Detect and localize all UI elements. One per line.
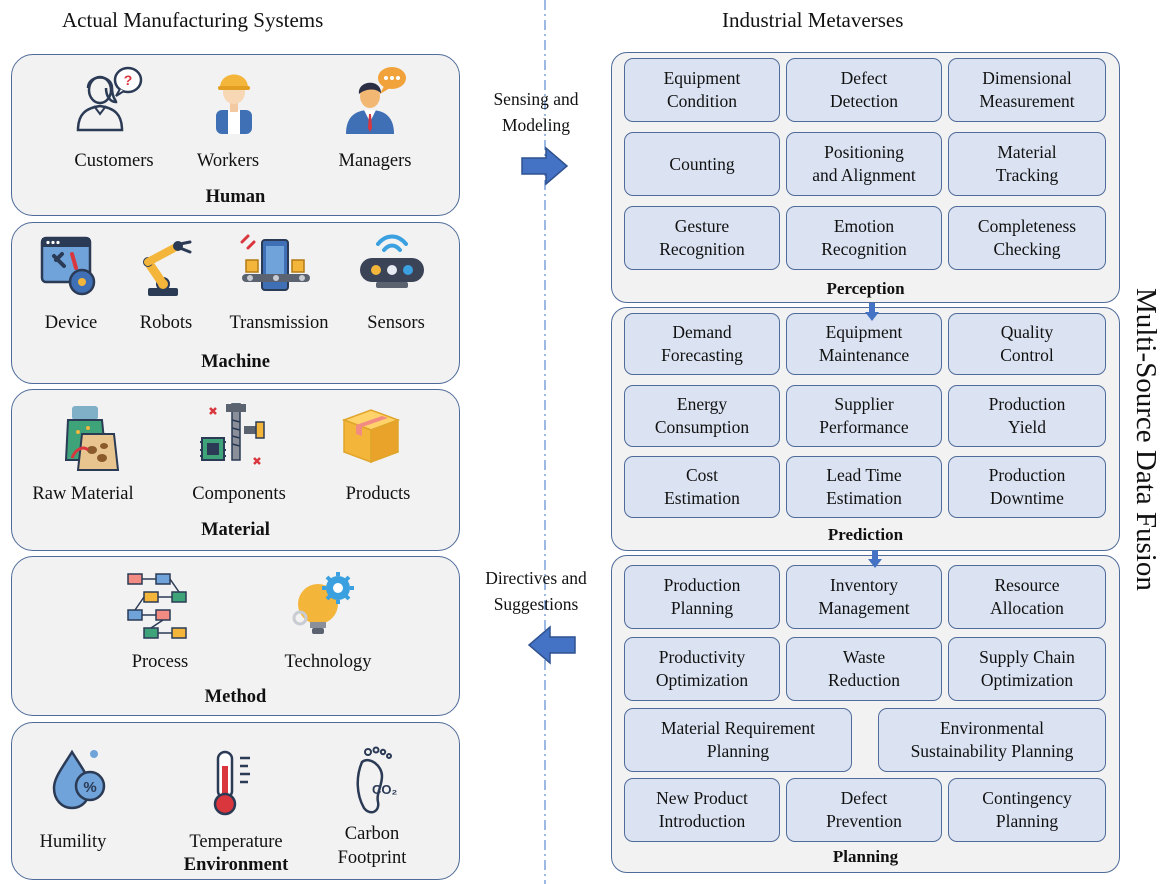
environment-item-humility: Humility xyxy=(39,832,107,852)
human-item-managers: Managers xyxy=(338,151,412,171)
tile-production-downtime: Production Downtime xyxy=(948,456,1106,518)
right-column-title: Industrial Metaverses xyxy=(722,8,904,32)
tile-production-yield: Production Yield xyxy=(948,385,1106,447)
material-item-components: Components xyxy=(192,484,286,504)
tile-dimensional-measurement: Dimensional Measurement xyxy=(948,58,1106,122)
tile-quality-control: Quality Control xyxy=(948,313,1106,375)
tile-waste-reduction: Waste Reduction xyxy=(786,637,942,701)
tile-equipment-maintenance: Equipment Maintenance xyxy=(786,313,942,375)
tile-energy-consumption: Energy Consumption xyxy=(624,385,780,447)
directives-suggestions-label: Directives and Suggestions xyxy=(485,568,587,614)
left-column-title: Actual Manufacturing Systems xyxy=(62,8,324,32)
tile-gesture-recognition: Gesture Recognition xyxy=(624,206,780,270)
tile-counting: Counting xyxy=(624,132,780,196)
material-title: Material xyxy=(201,520,270,540)
left-arrow xyxy=(527,625,576,665)
svg-text:?: ? xyxy=(124,72,133,88)
tile-cost-estimation: Cost Estimation xyxy=(624,456,780,518)
tile-resource-allocation: Resource Allocation xyxy=(948,565,1106,629)
raw-material-icon xyxy=(64,406,120,471)
material-item-raw-material: Raw Material xyxy=(32,484,134,504)
robot-arm-icon xyxy=(143,240,192,296)
tile-inventory-management: Inventory Management xyxy=(786,565,942,629)
right-arrow xyxy=(521,146,569,186)
human-item-workers: Workers xyxy=(196,151,260,171)
tile-contingency-planning: Contingency Planning xyxy=(948,778,1106,842)
tile-material-tracking: Material Tracking xyxy=(948,132,1106,196)
svg-text:%: % xyxy=(83,779,96,796)
environment-item-carbon-footprint: Carbon Footprint xyxy=(337,824,407,868)
perception-title: Perception xyxy=(826,279,905,298)
tile-environmental-sustainability-planning: Environmental Sustainability Planning xyxy=(878,708,1106,772)
tile-equipment-condition: Equipment Condition xyxy=(624,58,780,122)
manager-icon xyxy=(346,67,406,134)
tile-supply-chain-optimization: Supply Chain Optimization xyxy=(948,637,1106,701)
machine-item-sensors: Sensors xyxy=(367,313,425,333)
prediction-title: Prediction xyxy=(827,525,904,544)
tile-productivity-optimization: Productivity Optimization xyxy=(624,637,780,701)
tile-new-product-introduction: New Product Introduction xyxy=(624,778,780,842)
process-flow-icon xyxy=(127,573,187,639)
carbon-footprint-icon: CO₂ xyxy=(356,746,398,814)
worker-icon xyxy=(216,74,252,134)
tile-material-requirement-planning: Material Requirement Planning xyxy=(624,708,852,772)
planning-title: Planning xyxy=(832,847,899,866)
thermometer-icon xyxy=(213,750,250,816)
method-title: Method xyxy=(204,687,267,707)
machine-item-transmission: Transmission xyxy=(229,313,329,333)
components-icon xyxy=(200,403,265,465)
material-item-products: Products xyxy=(345,484,411,504)
tile-emotion-recognition: Emotion Recognition xyxy=(786,206,942,270)
environment-item-temperature: Temperature xyxy=(189,832,283,852)
humidity-drop-icon: % xyxy=(52,749,106,810)
sensor-icon xyxy=(360,234,424,288)
tile-lead-time-estimation: Lead Time Estimation xyxy=(786,456,942,518)
machine-item-robots: Robots xyxy=(139,313,193,333)
tile-demand-forecasting: Demand Forecasting xyxy=(624,313,780,375)
machine-title: Machine xyxy=(201,352,270,372)
tile-supplier-performance: Supplier Performance xyxy=(786,385,942,447)
product-box-icon xyxy=(341,409,401,464)
perception-to-prediction-arrow xyxy=(865,303,879,321)
method-item-process: Process xyxy=(131,652,189,672)
tile-defect-detection: Defect Detection xyxy=(786,58,942,122)
center-divider xyxy=(544,0,546,884)
prediction-to-planning-arrow xyxy=(868,550,882,568)
sensing-modeling-label: Sensing and Modeling xyxy=(493,89,579,135)
technology-bulb-icon xyxy=(292,572,354,634)
device-icon xyxy=(40,236,96,296)
machine-item-device: Device xyxy=(44,313,98,333)
conveyor-icon xyxy=(240,234,310,291)
customer-icon: ? xyxy=(76,66,143,132)
human-item-customers: Customers xyxy=(74,151,154,171)
method-panel xyxy=(11,556,460,716)
tile-completeness-checking: Completeness Checking xyxy=(948,206,1106,270)
environment-title: Environment xyxy=(183,855,289,875)
svg-text:CO₂: CO₂ xyxy=(372,782,398,797)
human-title: Human xyxy=(205,187,266,207)
multi-source-data-fusion-label: Multi-Source Data Fusion xyxy=(1130,287,1162,591)
tile-positioning-alignment: Positioning and Alignment xyxy=(786,132,942,196)
tile-defect-prevention: Defect Prevention xyxy=(786,778,942,842)
method-item-technology: Technology xyxy=(284,652,372,672)
tile-production-planning: Production Planning xyxy=(624,565,780,629)
